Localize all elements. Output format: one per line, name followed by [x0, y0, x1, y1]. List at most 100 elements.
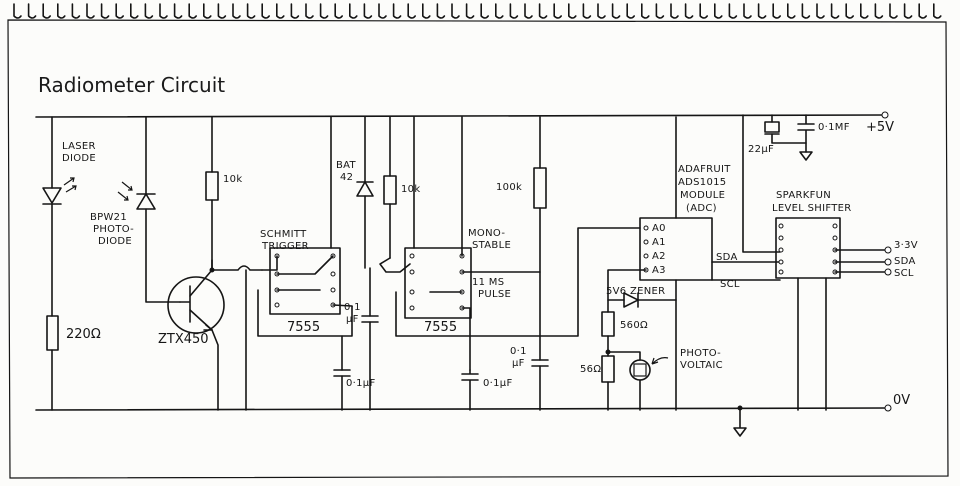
spiral-ring [524, 3, 533, 19]
spiral-ring [319, 3, 329, 19]
bat-label-2: 42 [340, 172, 353, 183]
spiral-ring [655, 3, 665, 19]
photodiode-label-1: BPW21 [90, 212, 127, 223]
cap1-label-1: 0·1 [344, 302, 361, 313]
spiral-ring [903, 3, 913, 19]
spiral-ring [71, 3, 81, 19]
spiral-ring [714, 3, 723, 19]
spiral-ring [27, 3, 37, 19]
schmitt-label-1: SCHMITT [260, 229, 307, 240]
spiral-ring [232, 3, 241, 19]
mono-label-2: STABLE [472, 240, 511, 251]
adc-pin-a1: A1 [652, 237, 666, 248]
adc-label-2: ADS1015 [678, 177, 726, 188]
spiral-ring [305, 3, 314, 19]
out-33-label: 3·3V [894, 240, 918, 251]
adc-module: ADAFRUIT ADS1015 MODULE (ADC) A0 A1 A2 A… [607, 116, 781, 411]
spiral-ring [699, 3, 708, 19]
spiral-ring [801, 3, 811, 19]
cap3-label-2: μF [512, 358, 525, 369]
resistor-560: 560Ω [601, 311, 648, 361]
spiral-binding [13, 3, 942, 19]
spiral-ring [684, 3, 694, 19]
schmitt-label-2: TRIGGER [261, 241, 309, 252]
photodiode: BPW21 PHOTO- DIODE [90, 116, 181, 303]
spiral-ring [787, 3, 796, 19]
spiral-ring [334, 3, 343, 19]
spiral-ring [188, 3, 197, 19]
zener-diode: 5V6 ZENER [606, 286, 677, 308]
cap-01-label: 0·1MF [818, 122, 850, 133]
out-sda-label: SDA [894, 256, 916, 267]
spiral-ring [553, 3, 562, 19]
pv-label-1: PHOTO- [680, 348, 721, 359]
r-mono-label: 100k [496, 182, 522, 193]
spiral-ring [728, 3, 738, 19]
spiral-ring [568, 3, 577, 19]
diagram-title: Radiometer Circuit [38, 73, 225, 97]
ic1-label: 7555 [287, 320, 320, 335]
spiral-ring [276, 3, 285, 19]
spiral-ring [203, 3, 212, 19]
adc-scl-label: SCL [720, 279, 740, 290]
ground-symbol [733, 405, 747, 437]
supply-label: +5V [866, 120, 894, 135]
spiral-ring [130, 3, 139, 19]
shifter-label-2: LEVEL SHIFTER [772, 203, 851, 214]
supply-rail [35, 114, 886, 118]
r-zener-label: 560Ω [620, 320, 648, 331]
spiral-ring [100, 3, 110, 19]
pv-label-2: VOLTAIC [680, 360, 723, 371]
spiral-ring [772, 3, 781, 19]
resistor-10k-bat: 10k [383, 116, 420, 259]
bat-label-1: BAT [336, 160, 357, 171]
shifter-label-1: SPARKFUN [776, 190, 831, 201]
spiral-ring [933, 3, 942, 19]
spiral-ring [611, 3, 621, 19]
spiral-ring [860, 3, 869, 19]
transistor-ztx450: ZTX450 [158, 259, 225, 411]
cap2-label: 0·1μF [346, 378, 376, 389]
pulse-label-2: PULSE [478, 289, 511, 300]
transistor-label: ZTX450 [158, 332, 209, 347]
r-collector-label: 10k [223, 174, 242, 185]
capacitor-2: 0·1μF [333, 335, 376, 411]
photodiode-label-3: DIODE [98, 236, 132, 247]
cap1-label-2: μF [346, 314, 359, 325]
spiral-ring [42, 3, 51, 19]
level-shifter: SPARKFUN LEVEL SHIFTER 3·3V SDA SCL [772, 190, 918, 411]
spiral-ring [743, 3, 752, 19]
spiral-ring [407, 3, 416, 19]
spiral-ring [509, 3, 519, 19]
monostable-ic: MONO- STABLE 11 MS PULSE 7555 [379, 116, 641, 371]
ground-terminal [884, 404, 892, 412]
cap3-label-1: 0·1 [510, 346, 527, 357]
spiral-ring [626, 3, 635, 19]
spiral-ring [13, 3, 22, 19]
spiral-ring [173, 3, 183, 19]
r-pv-label: 56Ω [580, 364, 601, 375]
mono-label-1: MONO- [468, 228, 505, 239]
r-bat-label: 10k [401, 184, 420, 195]
capacitor-3: 0·1μF [461, 369, 513, 411]
spiral-ring [144, 3, 154, 19]
spiral-ring [918, 3, 927, 19]
spiral-ring [597, 3, 606, 19]
spiral-ring [889, 3, 898, 19]
laser-diode: LASER DIODE [42, 116, 96, 317]
supply-capacitors: 22μF 0·1MF [742, 114, 850, 253]
spiral-ring [495, 3, 504, 19]
cap4-label: 0·1μF [483, 378, 513, 389]
pulse-label-1: 11 MS [472, 277, 504, 288]
spiral-ring [422, 3, 431, 19]
supply-terminal [881, 111, 889, 119]
spiral-ring [451, 3, 460, 19]
spiral-ring [582, 3, 592, 19]
photovoltaic-cell: PHOTO- VOLTAIC [629, 348, 723, 411]
resistor-220: 220Ω [46, 315, 101, 411]
adc-label-1: ADAFRUIT [678, 164, 731, 175]
ground-label: 0V [893, 393, 910, 408]
spiral-ring [159, 3, 168, 19]
spiral-ring [363, 3, 373, 19]
